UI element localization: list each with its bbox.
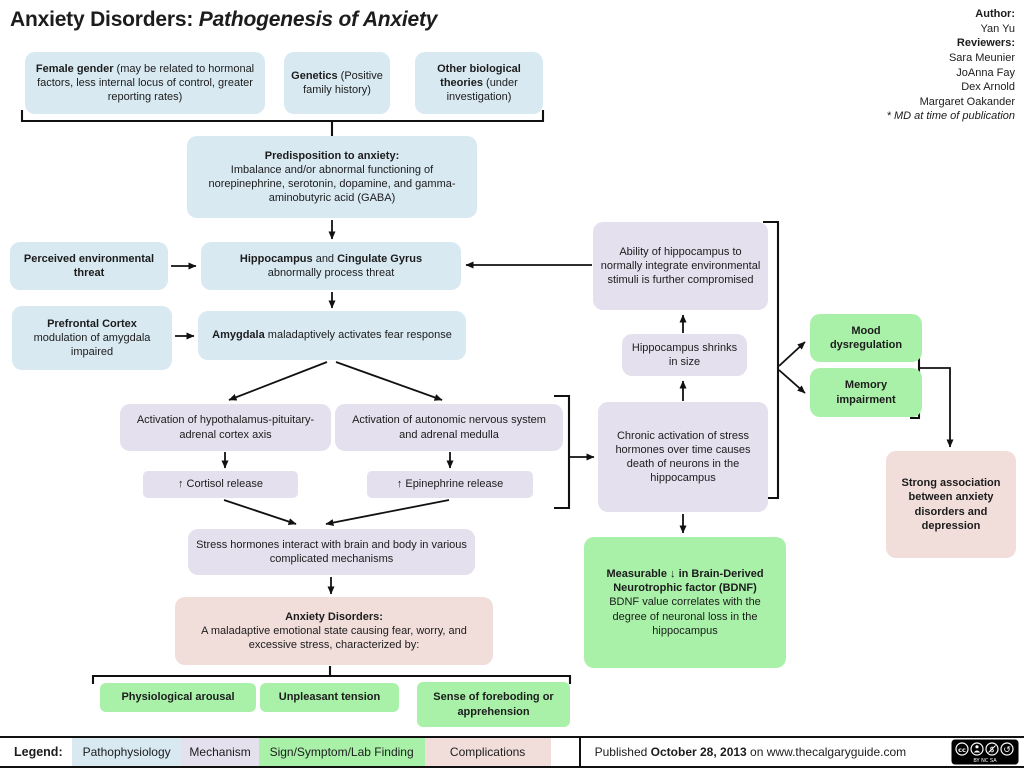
node-hippocampus-shrinks: Hippocampus shrinks in size (622, 334, 747, 376)
node-text: Female gender (may be related to hormona… (35, 62, 255, 104)
reviewer-name: Margaret Oakander (919, 95, 1015, 108)
legend-item-pathophysiology: Pathophysiology (71, 738, 182, 766)
node-text: Predisposition to anxiety:Imbalance and/… (208, 149, 456, 205)
node-text: Ability of hippocampus to normally integ… (600, 245, 761, 287)
node-ability-hippocampus: Ability of hippocampus to normally integ… (593, 222, 768, 310)
credits-block: Author: Yan Yu Reviewers: Sara Meunier J… (887, 7, 1015, 124)
svg-text:↺: ↺ (1003, 746, 1011, 756)
reviewer-name: Sara Meunier (948, 51, 1015, 64)
cc-icon (955, 742, 969, 756)
node-predisposition: Predisposition to anxiety:Imbalance and/… (187, 136, 477, 218)
legend-bar: Legend: Pathophysiology Mechanism Sign/S… (0, 736, 1024, 768)
node-text: Amygdala maladaptively activates fear re… (212, 329, 452, 342)
node-text: Mood dysregulation (829, 324, 903, 351)
node-text: Sense of foreboding or apprehension (433, 691, 554, 718)
node-autonomic: Activation of autonomic nervous system a… (335, 404, 563, 451)
node-female-gender: Female gender (may be related to hormona… (25, 52, 265, 114)
node-hpa-axis: Activation of hypothalamus-pituitary-adr… (120, 404, 331, 451)
node-text: Anxiety Disorders:A maladaptive emotiona… (201, 610, 467, 652)
node-text: Other biological theories (under investi… (437, 62, 521, 104)
node-text: Strong association between anxiety disor… (901, 477, 1001, 532)
node-genetics: Genetics (Positive family history) (284, 52, 390, 114)
legend-item-sign-symptom: Sign/Symptom/Lab Finding (258, 738, 425, 766)
node-perceived-threat: Perceived environmental threat (10, 242, 168, 290)
reviewer-name: Dex Arnold (961, 81, 1015, 94)
node-other-biological: Other biological theories (under investi… (415, 52, 543, 114)
sa-arrow-icon (1000, 742, 1014, 756)
author-name: Yan Yu (980, 22, 1015, 35)
node-text: Physiological arousal (121, 691, 235, 704)
arrow-bracket-mood (778, 341, 806, 367)
arrow-cortisol-stress (223, 499, 297, 525)
legend-label: Legend: (14, 745, 63, 759)
node-anxiety-disorders: Anxiety Disorders:A maladaptive emotiona… (175, 597, 493, 665)
by-person-icon (970, 742, 984, 756)
node-text: Memory impairment (836, 379, 896, 406)
cc-caption: BY NC SA (973, 758, 997, 764)
arrow-moodmemory-strong (919, 367, 954, 448)
md-note: * MD at time of publication (886, 110, 1015, 123)
node-strong-association: Strong association between anxiety disor… (886, 451, 1016, 558)
node-bdnf: Measurable ↓ in Brain-Derived Neurotroph… (584, 537, 786, 668)
node-text: Chronic activation of stress hormones ov… (615, 429, 751, 485)
published-line: Published October 28, 2013 on www.thecal… (594, 745, 907, 759)
node-epinephrine-release: ↑ Epinephrine release (367, 471, 533, 498)
node-amygdala: Amygdala maladaptively activates fear re… (198, 311, 466, 360)
node-prefrontal-cortex: Prefrontal Cortex modulation of amygdala… (12, 306, 172, 370)
author-label: Author: (975, 8, 1015, 20)
node-foreboding: Sense of foreboding or apprehension (417, 682, 570, 727)
legend-item-complications: Complications (424, 738, 551, 766)
node-text: ↑ Epinephrine release (396, 478, 504, 491)
node-text: Perceived environmental threat (23, 252, 155, 279)
arrow-bracket-memory (778, 369, 806, 394)
node-text: Activation of autonomic nervous system a… (352, 414, 546, 441)
page-title: Anxiety Disorders: Pathogenesis of Anxie… (10, 8, 438, 31)
node-stress-hormones: Stress hormones interact with brain and … (188, 529, 475, 575)
arrow-amygdala-autonomic (335, 361, 443, 401)
node-text: Prefrontal Cortex modulation of amygdala… (33, 317, 151, 359)
node-text: Genetics (Positive family history) (291, 69, 383, 96)
reviewer-name: JoAnna Fay (956, 66, 1015, 79)
cc-license-badge: cc $ ↺ BY NC SA (951, 739, 1019, 765)
node-unpleasant-tension: Unpleasant tension (260, 683, 399, 712)
node-text: ↑ Cortisol release (178, 478, 263, 491)
reviewers-label: Reviewers: (956, 37, 1015, 50)
node-text: Hippocampus shrinks in size (631, 341, 738, 368)
node-text: Unpleasant tension (278, 691, 381, 704)
node-text: Stress hormones interact with brain and … (196, 538, 467, 565)
node-text: Activation of hypothalamus-pituitary-adr… (136, 414, 315, 441)
node-memory-impairment: Memory impairment (810, 368, 922, 417)
arrow-epinephrine-stress (325, 499, 450, 526)
legend-item-mechanism: Mechanism (181, 738, 259, 766)
svg-text:cc: cc (958, 746, 966, 754)
node-chronic-activation: Chronic activation of stress hormones ov… (598, 402, 768, 512)
node-cortisol-release: ↑ Cortisol release (143, 471, 298, 498)
node-text: Measurable ↓ in Brain-Derived Neurotroph… (606, 568, 764, 637)
arrow-amygdala-hpa (228, 361, 328, 401)
nc-dollar-icon (985, 742, 999, 756)
node-physiological-arousal: Physiological arousal (100, 683, 256, 712)
node-mood-dysregulation: Mood dysregulation (810, 314, 922, 362)
legend-separator (578, 738, 581, 766)
